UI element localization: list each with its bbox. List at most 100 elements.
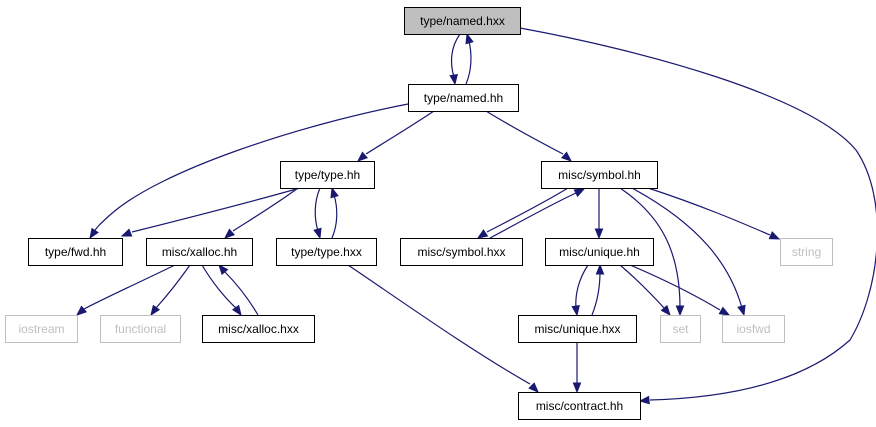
edge-misc-xalloc-hh-to-misc-xalloc-hxx	[201, 264, 242, 317]
node-box	[276, 238, 377, 266]
edge-line	[519, 27, 876, 401]
node-box	[545, 238, 654, 266]
node-label: iosfwd	[736, 322, 770, 336]
edge-line	[489, 192, 577, 239]
edge-arrowhead	[223, 228, 236, 239]
edge-arrowhead	[594, 228, 604, 240]
edge-arrowhead	[231, 304, 242, 317]
node-misc-contract-hh[interactable]: misc/contract.hh	[518, 392, 641, 420]
edge-misc-unique-hh-to-iosfwd	[629, 264, 731, 316]
edge-arrowhead	[572, 382, 582, 394]
edge-arrowhead	[768, 231, 781, 240]
node-label: set	[672, 322, 689, 336]
edge-line	[331, 194, 338, 239]
edge-line	[450, 33, 461, 78]
edge-arrowhead	[330, 186, 339, 199]
edge-type-type-hxx-to-type-type-hh	[330, 186, 339, 239]
node-type-named-hxx[interactable]: type/named.hxx	[404, 7, 521, 35]
edge-misc-unique-hxx-to-misc-unique-hh	[591, 263, 605, 316]
edge-line	[465, 40, 472, 85]
edge-line	[485, 110, 564, 155]
edge-misc-unique-hxx-to-misc-contract-hh	[572, 342, 582, 394]
edges-layer	[75, 27, 876, 405]
node-functional: functional	[100, 315, 181, 343]
node-box	[780, 238, 833, 266]
node-box	[146, 238, 253, 266]
edge-line	[93, 103, 409, 233]
edge-misc-xalloc-hh-to-functional	[150, 264, 191, 317]
edge-line	[591, 271, 601, 316]
node-box	[404, 7, 521, 35]
edge-line	[314, 187, 321, 232]
node-label: type/named.hxx	[420, 14, 505, 28]
edge-arrowhead	[638, 395, 650, 405]
edge-type-type-hh-to-type-fwd-hh	[120, 187, 301, 237]
edge-arrowhead	[571, 304, 580, 317]
edge-type-named-hh-to-type-type-hh	[356, 110, 435, 162]
edge-line	[201, 264, 237, 309]
node-label: type/fwd.hh	[45, 245, 106, 259]
node-box	[400, 238, 523, 266]
edge-line	[575, 264, 589, 309]
node-type-type-hxx[interactable]: type/type.hxx	[276, 238, 377, 266]
node-box	[518, 315, 637, 343]
edge-line	[629, 264, 721, 311]
node-label: misc/unique.hh	[559, 245, 640, 259]
node-label: misc/xalloc.hxx	[218, 322, 299, 336]
edge-line	[83, 264, 176, 310]
node-label: misc/symbol.hxx	[417, 245, 505, 259]
node-label: functional	[115, 322, 166, 336]
edge-arrowhead	[660, 304, 671, 317]
node-box	[408, 84, 519, 112]
node-label: string	[792, 245, 821, 259]
node-box	[5, 315, 78, 343]
node-label: misc/xalloc.hh	[162, 245, 237, 259]
node-label: misc/symbol.hh	[558, 168, 641, 182]
node-type-named-hh[interactable]: type/named.hh	[408, 84, 519, 112]
edge-line	[631, 187, 743, 309]
edge-type-type-hh-to-misc-xalloc-hh	[223, 187, 299, 239]
edge-line	[619, 187, 681, 309]
edge-type-named-hh-to-type-fwd-hh	[89, 103, 409, 240]
node-set: set	[660, 315, 701, 343]
edge-type-type-hh-to-type-type-hxx	[313, 187, 322, 240]
node-misc-symbol-hxx[interactable]: misc/symbol.hxx	[400, 238, 523, 266]
edge-arrowhead	[737, 304, 746, 317]
edge-arrowhead	[465, 32, 474, 45]
edge-line	[155, 264, 191, 309]
edge-arrowhead	[449, 73, 458, 86]
node-misc-symbol-hh[interactable]: misc/symbol.hh	[541, 161, 658, 189]
node-label: iostream	[18, 322, 64, 336]
node-label: misc/contract.hh	[536, 399, 623, 413]
node-box	[722, 315, 785, 343]
edge-type-type-hxx-to-misc-contract-hh	[347, 264, 539, 393]
node-misc-xalloc-hh[interactable]: misc/xalloc.hh	[146, 238, 253, 266]
edge-misc-symbol-hh-to-iosfwd	[631, 187, 746, 317]
edge-arrowhead	[560, 151, 573, 162]
node-label: type/type.hh	[295, 168, 360, 182]
node-box	[518, 392, 641, 420]
edge-arrowhead	[75, 305, 88, 316]
node-type-type-hh[interactable]: type/type.hh	[280, 161, 375, 189]
edge-misc-xalloc-hxx-to-misc-xalloc-hh	[218, 263, 259, 316]
node-misc-unique-hh[interactable]: misc/unique.hh	[545, 238, 654, 266]
edge-line	[365, 110, 435, 155]
edge-type-named-hxx-to-type-named-hh	[449, 33, 461, 86]
node-box	[28, 238, 123, 266]
edge-type-named-hh-to-type-named-hxx	[465, 32, 474, 85]
node-label: type/named.hh	[424, 91, 503, 105]
edge-line	[223, 270, 259, 316]
node-label: type/type.hxx	[291, 245, 362, 259]
node-type-fwd-hh[interactable]: type/fwd.hh	[28, 238, 123, 266]
edge-line	[347, 264, 531, 385]
node-misc-xalloc-hxx[interactable]: misc/xalloc.hxx	[202, 315, 315, 343]
edge-misc-symbol-hh-to-misc-symbol-hxx	[476, 187, 569, 239]
edge-misc-symbol-hh-to-misc-unique-hh	[594, 188, 604, 240]
edge-arrowhead	[573, 188, 586, 198]
edge-line	[619, 264, 666, 310]
node-misc-unique-hxx[interactable]: misc/unique.hxx	[518, 315, 637, 343]
edge-arrowhead	[595, 263, 605, 275]
node-box	[660, 315, 701, 343]
edge-arrowhead	[313, 227, 322, 240]
